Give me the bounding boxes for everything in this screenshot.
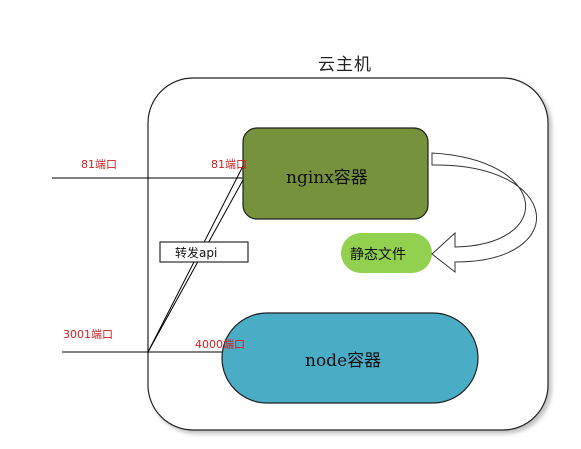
nginx-81-port-label: 81端口 — [211, 158, 247, 171]
node-container-label: node容器 — [305, 351, 382, 371]
forward-api-label: 转发api — [175, 246, 218, 260]
node-4000-port-label: 4000端口 — [195, 338, 245, 351]
forward-api-box — [159, 241, 249, 263]
node-container-box — [221, 312, 479, 404]
external-3001-port-label: 3001端口 — [63, 328, 113, 341]
host-title: 云主机 — [318, 55, 372, 75]
static-files-label: 静态文件 — [350, 247, 406, 263]
external-81-port-label: 81端口 — [81, 158, 117, 171]
forward-line-lower — [147, 179, 244, 353]
nginx-container-box — [242, 127, 429, 220]
curved-arrow — [431, 152, 538, 274]
static-files-box — [341, 233, 432, 273]
nginx-container-label: nginx容器 — [286, 168, 368, 188]
